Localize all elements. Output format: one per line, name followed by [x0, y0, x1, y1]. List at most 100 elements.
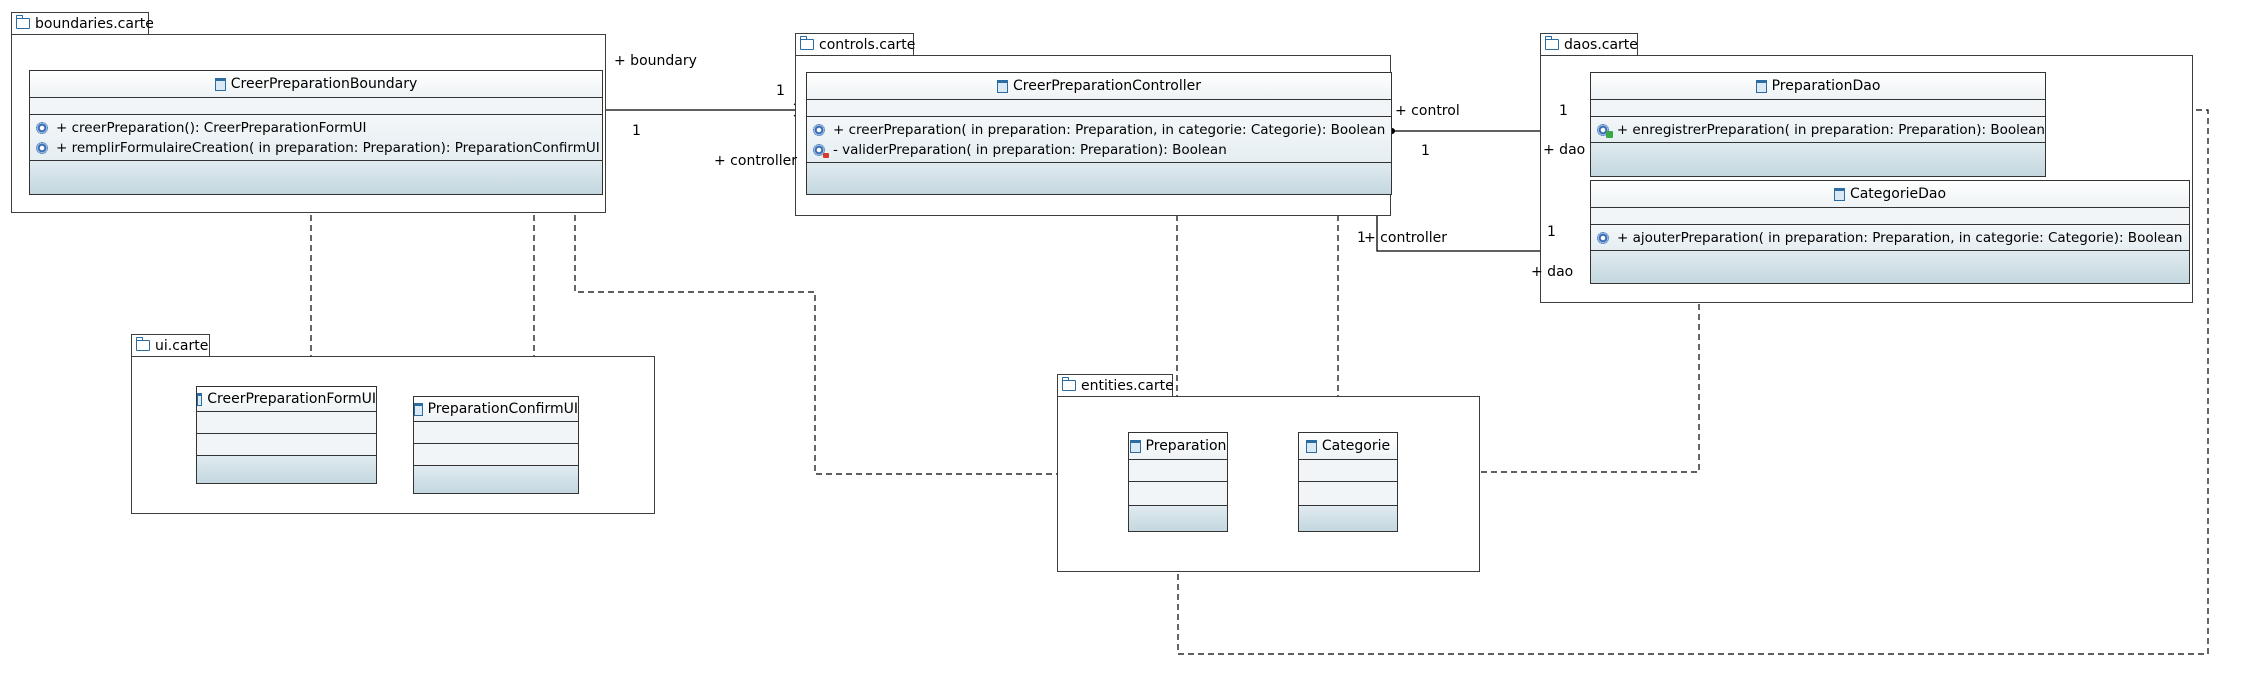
- class-preparation-dao[interactable]: PreparationDao + enregistrerPreparation(…: [1590, 72, 2046, 177]
- package-name: entities.carte: [1081, 378, 1174, 394]
- extra-compartment: [30, 161, 602, 194]
- extra-compartment: [807, 163, 1391, 194]
- package-tab-entities[interactable]: entities.carte: [1057, 374, 1174, 396]
- class-icon: [997, 79, 1009, 93]
- extra-compartment: [1591, 143, 2045, 176]
- role-label-dao: + dao: [1543, 142, 1586, 158]
- operation[interactable]: + creerPreparation( in preparation: Prep…: [813, 120, 1391, 140]
- operations-compartment: + creerPreparation(): CreerPreparationFo…: [30, 115, 602, 161]
- package-tab-daos[interactable]: daos.carte: [1540, 33, 1638, 55]
- role-label-controller: + controller: [714, 153, 797, 169]
- folder-icon: [1545, 36, 1559, 50]
- operation[interactable]: + enregistrerPreparation( in preparation…: [1597, 120, 2045, 140]
- multiplicity-boundary: 1: [632, 123, 641, 139]
- class-header: CreerPreparationFormUI: [197, 387, 376, 412]
- operations-compartment: + enregistrerPreparation( in preparation…: [1591, 117, 2045, 143]
- public-operation-icon: [36, 142, 48, 154]
- operation-signature: + creerPreparation(): CreerPreparationFo…: [56, 120, 367, 136]
- extra-compartment: [1299, 506, 1397, 531]
- package-name: ui.carte: [155, 338, 209, 354]
- multiplicity-dao: 1: [1559, 103, 1568, 119]
- package-tab-ui[interactable]: ui.carte: [131, 334, 210, 356]
- class-name: PreparationDao: [1771, 78, 1881, 94]
- extra-compartment: [1591, 251, 2189, 283]
- class-header: CategorieDao: [1591, 181, 2189, 208]
- operation-signature: + remplirFormulaireCreation( in preparat…: [56, 140, 600, 156]
- class-categorie-dao[interactable]: CategorieDao + ajouterPreparation( in pr…: [1590, 180, 2190, 284]
- operations-compartment: + creerPreparation( in preparation: Prep…: [807, 117, 1391, 163]
- operation[interactable]: + creerPreparation(): CreerPreparationFo…: [36, 118, 602, 138]
- class-preparation[interactable]: Preparation: [1128, 432, 1228, 532]
- multiplicity-controller: 1: [776, 83, 785, 99]
- class-name: Categorie: [1321, 438, 1391, 454]
- folder-icon: [16, 15, 30, 29]
- attributes-compartment: [1129, 460, 1227, 482]
- folder-icon: [136, 337, 150, 351]
- class-name: CreerPreparationBoundary: [230, 76, 418, 92]
- package-entities[interactable]: [1057, 396, 1480, 572]
- package-tab-boundaries[interactable]: boundaries.carte: [11, 12, 154, 34]
- operation-signature: + creerPreparation( in preparation: Prep…: [833, 122, 1386, 138]
- attributes-compartment: [1299, 460, 1397, 482]
- class-icon: [1129, 439, 1141, 453]
- class-header: PreparationDao: [1591, 73, 2045, 100]
- public-operation-icon: [36, 122, 48, 134]
- role-label-controller-2: + controller: [1364, 230, 1447, 246]
- class-icon: [1833, 187, 1845, 201]
- class-name: CategorieDao: [1849, 186, 1947, 202]
- operation-signature: - validerPreparation( in preparation: Pr…: [833, 142, 1227, 158]
- attributes-compartment: [1591, 100, 2045, 117]
- class-icon: [1305, 439, 1317, 453]
- class-creer-preparation-boundary[interactable]: CreerPreparationBoundary + creerPreparat…: [29, 70, 603, 195]
- operation[interactable]: + ajouterPreparation( in preparation: Pr…: [1597, 228, 2189, 248]
- attributes-compartment: [1591, 208, 2189, 225]
- class-name: CreerPreparationFormUI: [207, 391, 376, 407]
- package-tab-controls[interactable]: controls.carte: [795, 33, 916, 55]
- class-header: Preparation: [1129, 433, 1227, 460]
- folder-icon: [1062, 377, 1076, 391]
- role-label-control: + control: [1395, 103, 1460, 119]
- operation[interactable]: - validerPreparation( in preparation: Pr…: [813, 140, 1391, 160]
- attributes-compartment: [414, 422, 578, 444]
- class-header: Categorie: [1299, 433, 1397, 460]
- extra-compartment: [414, 466, 578, 493]
- operation-signature: + enregistrerPreparation( in preparation…: [1616, 122, 2045, 138]
- package-name: boundaries.carte: [35, 16, 154, 32]
- public-operation-icon: [813, 124, 825, 136]
- attributes-compartment: [30, 98, 602, 115]
- multiplicity-dao-2: 1: [1547, 224, 1556, 240]
- package-name: controls.carte: [819, 37, 916, 53]
- attributes-compartment: [197, 412, 376, 434]
- operations-compartment: [1299, 482, 1397, 506]
- attributes-compartment: [807, 100, 1391, 117]
- class-header: CreerPreparationBoundary: [30, 71, 602, 98]
- protected-operation-icon: [1597, 124, 1613, 138]
- class-name: PreparationConfirmUI: [427, 401, 578, 417]
- operations-compartment: [1129, 482, 1227, 506]
- dependency-boundary-preparation: [574, 195, 1127, 474]
- class-name: Preparation: [1145, 438, 1227, 454]
- public-operation-icon: [1597, 232, 1609, 244]
- role-label-dao-2: + dao: [1531, 264, 1574, 280]
- class-creer-preparation-form-ui[interactable]: CreerPreparationFormUI: [196, 386, 377, 484]
- multiplicity-control: 1: [1421, 143, 1430, 159]
- class-preparation-confirm-ui[interactable]: PreparationConfirmUI: [413, 396, 579, 494]
- operations-compartment: [197, 434, 376, 456]
- class-icon: [414, 402, 423, 416]
- class-categorie[interactable]: Categorie: [1298, 432, 1398, 532]
- class-icon: [214, 77, 226, 91]
- extra-compartment: [197, 456, 376, 483]
- class-name: CreerPreparationController: [1013, 78, 1201, 94]
- operation[interactable]: + remplirFormulaireCreation( in preparat…: [36, 138, 602, 158]
- operations-compartment: [414, 444, 578, 466]
- class-creer-preparation-controller[interactable]: CreerPreparationController + creerPrepar…: [806, 72, 1392, 195]
- class-icon: [197, 392, 203, 406]
- extra-compartment: [1129, 506, 1227, 531]
- class-icon: [1755, 79, 1767, 93]
- package-name: daos.carte: [1564, 37, 1638, 53]
- operations-compartment: + ajouterPreparation( in preparation: Pr…: [1591, 225, 2189, 251]
- class-header: CreerPreparationController: [807, 73, 1391, 100]
- operation-signature: + ajouterPreparation( in preparation: Pr…: [1617, 230, 2183, 246]
- private-operation-icon: [813, 144, 829, 158]
- role-label-boundary: + boundary: [614, 53, 697, 69]
